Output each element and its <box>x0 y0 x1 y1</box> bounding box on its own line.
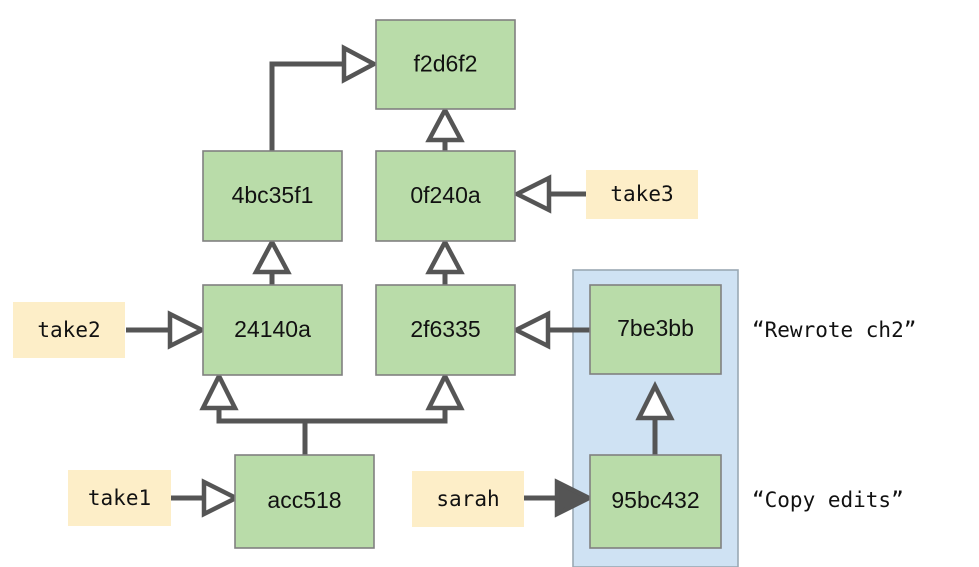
edge-2f6335-to-0f240a <box>425 237 465 285</box>
edge-take2-to-24140a <box>126 310 208 350</box>
edge-24140a-to-4bc35f1 <box>252 237 292 285</box>
ref-label-take3: take3 <box>610 182 673 206</box>
commit-node-95bc432[interactable]: 95bc432 <box>589 454 722 549</box>
commit-label-7be3bb: 7be3bb <box>617 315 694 341</box>
commit-nodes-layer: f2d6f2 4bc35f1 0f240a 24140a 2f6335 7be3 <box>202 19 722 549</box>
ref-labels-layer: take2 take3 take1 sarah <box>13 170 698 527</box>
commit-label-4bc35f1: 4bc35f1 <box>232 182 314 208</box>
edge-4bc35f1-to-f2d6f2 <box>269 44 379 151</box>
commit-label-acc518: acc518 <box>267 487 341 513</box>
arrowhead-acc518-to-24140a <box>199 370 239 411</box>
commit-message-rewrote-ch2: “Rewrote ch2” <box>752 318 916 342</box>
commit-label-2f6335: 2f6335 <box>410 316 480 342</box>
commit-node-24140a[interactable]: 24140a <box>202 284 343 376</box>
ref-node-sarah[interactable]: sarah <box>412 471 524 527</box>
commit-node-f2d6f2[interactable]: f2d6f2 <box>375 19 516 110</box>
arrowhead-acc518-to-2f6335 <box>425 370 465 411</box>
edge-95bc432-to-7be3bb <box>635 380 675 455</box>
edge-sarah-to-95bc432 <box>524 478 595 518</box>
commit-node-acc518[interactable]: acc518 <box>234 454 375 549</box>
edge-acc518-to-parents <box>199 370 465 455</box>
ref-label-take1: take1 <box>88 486 151 510</box>
ref-label-take2: take2 <box>37 318 100 342</box>
edge-0f240a-to-f2d6f2 <box>425 105 465 151</box>
edge-7be3bb-to-2f6335 <box>510 310 591 350</box>
commit-node-7be3bb[interactable]: 7be3bb <box>589 284 722 375</box>
ref-label-sarah: sarah <box>436 487 499 511</box>
message-labels-layer: “Rewrote ch2” “Copy edits” <box>752 318 916 512</box>
commit-label-95bc432: 95bc432 <box>611 487 699 513</box>
commit-label-24140a: 24140a <box>234 316 311 342</box>
ref-node-take2[interactable]: take2 <box>13 302 125 358</box>
commit-label-0f240a: 0f240a <box>410 182 481 208</box>
edge-take3-to-0f240a <box>511 174 586 214</box>
commit-label-f2d6f2: f2d6f2 <box>414 51 478 77</box>
commit-message-copy-edits: “Copy edits” <box>752 488 904 512</box>
ref-node-take3[interactable]: take3 <box>586 170 698 219</box>
commit-node-4bc35f1[interactable]: 4bc35f1 <box>202 150 343 242</box>
commit-node-2f6335[interactable]: 2f6335 <box>375 284 516 376</box>
edges-layer <box>126 44 675 518</box>
edge-take1-to-acc518 <box>171 478 242 518</box>
ref-node-take1[interactable]: take1 <box>68 470 171 526</box>
commit-node-0f240a[interactable]: 0f240a <box>375 150 516 242</box>
